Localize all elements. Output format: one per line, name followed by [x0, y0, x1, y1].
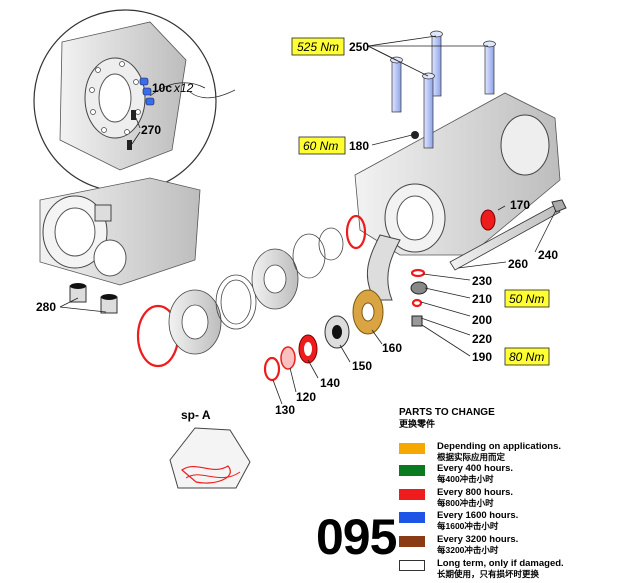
svg-text:525 Nm: 525 Nm	[297, 40, 339, 54]
bushing-280-a	[69, 283, 87, 303]
callout-10c-qty: x12	[173, 81, 194, 95]
callout-220: 220	[472, 332, 492, 346]
legend-label-cn: 每800冲击小时	[437, 498, 494, 508]
plug-220	[411, 315, 423, 327]
legend-swatch	[399, 560, 425, 571]
legend-swatch	[399, 465, 425, 476]
callout-10c: 10c	[152, 81, 172, 95]
callout-120: 120	[296, 390, 316, 404]
callout-250: 250	[349, 40, 369, 54]
torque-box-180: 60 Nm	[298, 136, 346, 155]
spare-kit-bag	[169, 427, 251, 489]
legend-label-en: Every 400 hours.	[437, 463, 514, 474]
legend-text: Every 400 hours.每400冲击小时	[437, 463, 513, 484]
callout-270: 270	[141, 123, 161, 137]
legend-row: Every 1600 hours.每1600冲击小时	[399, 510, 518, 531]
shaft-260	[449, 204, 561, 271]
callout-170: 170	[510, 198, 530, 212]
legend-label-en: Every 1600 hours.	[437, 510, 519, 521]
legend-text: Every 800 hours.每800冲击小时	[437, 487, 513, 508]
legend-row: Long term, only if damaged.长期使用，只有损坏时更换	[399, 558, 564, 579]
torque-box-190: 80 Nm	[504, 347, 550, 366]
gear-160	[352, 289, 384, 335]
callout-150: 150	[352, 359, 372, 373]
torque-box-250: 525 Nm	[291, 37, 345, 56]
callout-260: 260	[508, 257, 528, 271]
leader-lines	[59, 35, 557, 405]
svg-text:60 Nm: 60 Nm	[303, 139, 338, 153]
legend-label-en: Every 3200 hours.	[437, 534, 519, 545]
legend-label-cn: 长期使用，只有损坏时更换	[437, 569, 540, 579]
legend-title-cn: 更换零件	[399, 419, 436, 429]
coupling-150	[324, 315, 350, 349]
page-number: 095	[316, 509, 397, 565]
nut-240	[551, 199, 567, 213]
svg-text:80 Nm: 80 Nm	[509, 350, 544, 364]
callout-280: 280	[36, 300, 56, 314]
legend-label-cn: 每1600冲击小时	[437, 521, 499, 531]
legend-row: Depending on applications.根据实际应用而定	[399, 441, 561, 462]
svg-text:50 Nm: 50 Nm	[509, 292, 544, 306]
legend-swatch	[399, 489, 425, 500]
legend-swatch	[399, 512, 425, 523]
seal-120	[280, 346, 296, 370]
bushing-280-b	[100, 294, 118, 314]
screws-270	[127, 110, 136, 150]
callout-230: 230	[472, 274, 492, 288]
legend-row: Every 400 hours.每400冲击小时	[399, 463, 513, 484]
callout-200: 200	[472, 313, 492, 327]
callout-190: 190	[472, 350, 492, 364]
ring-gears	[168, 227, 344, 355]
seal-140	[298, 334, 318, 364]
legend-label-cn: 每400冲击小时	[437, 474, 494, 484]
legend-title: PARTS TO CHANGE	[399, 407, 495, 418]
legend-text: Every 3200 hours.每3200冲击小时	[437, 534, 518, 555]
legend-text: Every 1600 hours.每1600冲击小时	[437, 510, 518, 531]
bolts-250	[390, 30, 496, 149]
callout-240: 240	[538, 248, 558, 262]
legend-swatch	[399, 443, 425, 454]
screw-180	[411, 131, 419, 139]
legend-label-cn: 根据实际应用而定	[437, 452, 506, 462]
legend-text: Long term, only if damaged.长期使用，只有损坏时更换	[437, 558, 564, 579]
left-housing	[39, 177, 201, 314]
legend-text: Depending on applications.根据实际应用而定	[437, 441, 561, 462]
parts-legend: PARTS TO CHANGE 更换零件	[399, 407, 614, 436]
legend-label-en: Every 800 hours.	[437, 487, 514, 498]
callout-160: 160	[382, 341, 402, 355]
torque-box-210: 50 Nm	[504, 289, 550, 308]
callout-130: 130	[275, 403, 295, 417]
legend-swatch	[399, 536, 425, 547]
main-housing	[354, 92, 561, 301]
legend-row: Every 3200 hours.每3200冲击小时	[399, 534, 518, 555]
gear-170	[480, 209, 496, 231]
legend-label-en: Depending on applications.	[437, 441, 562, 452]
dowel-pins-10c	[139, 77, 155, 106]
legend-label-en: Long term, only if damaged.	[437, 558, 564, 569]
detail-view	[33, 9, 236, 193]
callout-140: 140	[320, 376, 340, 390]
callout-180: 180	[349, 139, 369, 153]
callout-210: 210	[472, 292, 492, 306]
legend-row: Every 800 hours.每800冲击小时	[399, 487, 513, 508]
cap-210	[410, 281, 428, 295]
legend-label-cn: 每3200冲击小时	[437, 545, 499, 555]
spare-kit-label: sp- A	[181, 408, 211, 422]
